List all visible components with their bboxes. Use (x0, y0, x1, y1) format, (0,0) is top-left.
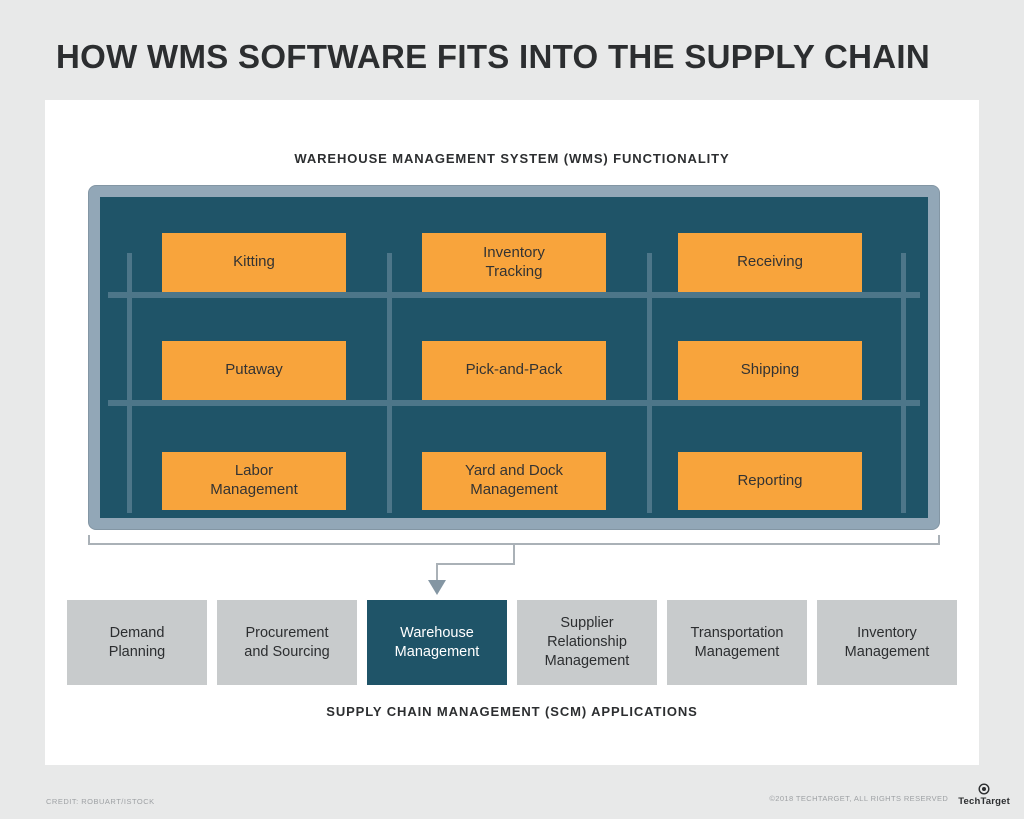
techtarget-logo-text: TechTarget (958, 796, 1010, 807)
bracket-and-arrow (88, 535, 940, 595)
wms-function-inventory-tracking: Inventory Tracking (422, 233, 606, 292)
page-title: HOW WMS SOFTWARE FITS INTO THE SUPPLY CH… (56, 38, 930, 75)
wms-heading: WAREHOUSE MANAGEMENT SYSTEM (WMS) FUNCTI… (294, 151, 730, 166)
scm-heading: SUPPLY CHAIN MANAGEMENT (SCM) APPLICATIO… (326, 704, 698, 719)
wms-function-putaway: Putaway (162, 341, 346, 400)
techtarget-eye-icon (978, 783, 990, 795)
image-credit: CREDIT: ROBUART/ISTOCK (46, 797, 155, 806)
scm-application-row: Demand Planning Procurement and Sourcing… (67, 600, 957, 685)
wms-function-shipping: Shipping (678, 341, 862, 400)
techtarget-logo: TechTarget (958, 783, 1010, 807)
shelf-line (108, 292, 920, 298)
footer-right: ©2018 TECHTARGET, ALL RIGHTS RESERVED Te… (769, 783, 1010, 807)
scm-app-transportation-management: Transportation Management (667, 600, 807, 685)
shelf-post (127, 253, 132, 513)
shelf-post (387, 253, 392, 513)
scm-app-inventory-management: Inventory Management (817, 600, 957, 685)
scm-app-warehouse-management: Warehouse Management (367, 600, 507, 685)
wms-function-yard-and-dock-management: Yard and Dock Management (422, 452, 606, 510)
shelf-post (647, 253, 652, 513)
arrow-head-icon (428, 580, 446, 595)
shelf-line (108, 400, 920, 406)
wms-shelf-graphic: Kitting Inventory Tracking Receiving Put… (88, 185, 940, 530)
wms-function-labor-management: Labor Management (162, 452, 346, 510)
scm-app-demand-planning: Demand Planning (67, 600, 207, 685)
arrow-line (436, 544, 515, 581)
shelf-post (901, 253, 906, 513)
wms-shelf-interior: Kitting Inventory Tracking Receiving Put… (100, 197, 928, 518)
copyright-text: ©2018 TECHTARGET, ALL RIGHTS RESERVED (769, 794, 949, 803)
wms-function-receiving: Receiving (678, 233, 862, 292)
wms-function-reporting: Reporting (678, 452, 862, 510)
group-bracket (88, 535, 940, 545)
scm-app-procurement-and-sourcing: Procurement and Sourcing (217, 600, 357, 685)
wms-function-kitting: Kitting (162, 233, 346, 292)
wms-function-pick-and-pack: Pick-and-Pack (422, 341, 606, 400)
scm-app-supplier-relationship-management: Supplier Relationship Management (517, 600, 657, 685)
